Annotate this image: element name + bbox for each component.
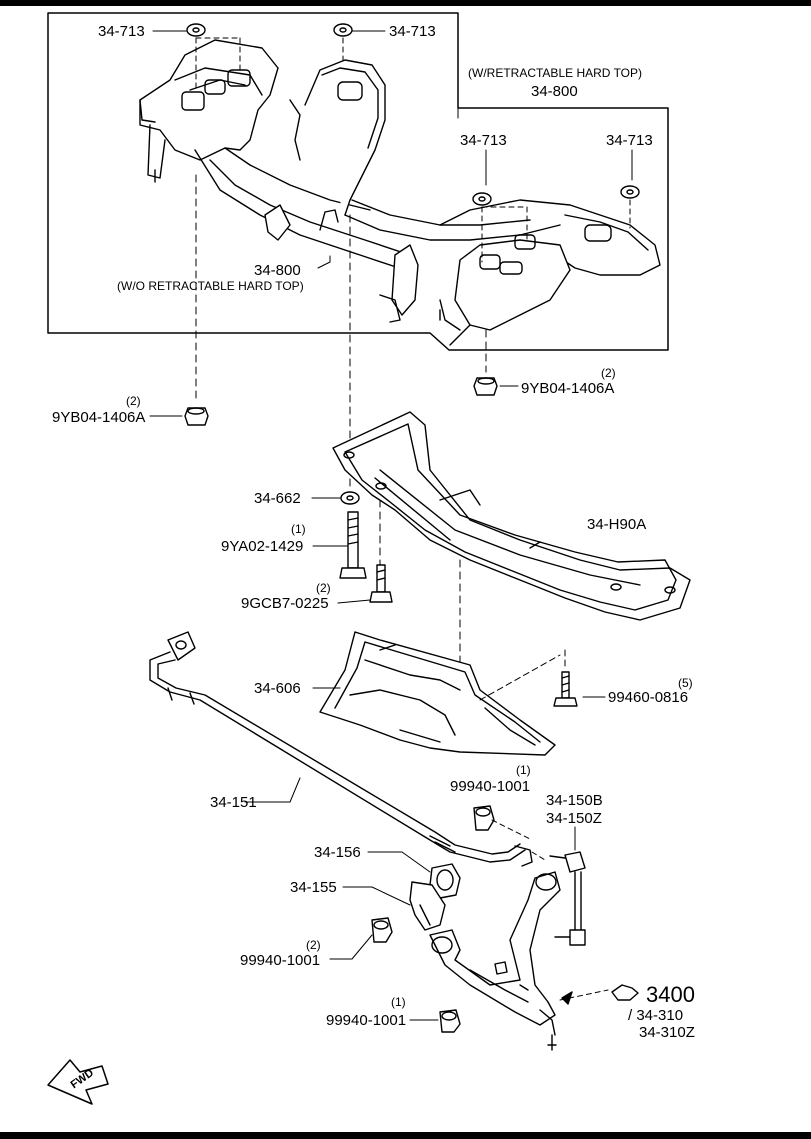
ref-3400-glyph [611,984,639,1001]
label-34-155[interactable]: 34-155 [290,879,337,896]
label-9yb04-1406a-left[interactable]: 9YB04-1406A [52,409,146,426]
washer-34-713-d [620,185,640,199]
top-border [0,0,811,6]
brace-34-h90a [332,411,691,621]
bracket-34-155 [409,881,446,931]
note-with-retractable-hard-top: (W/RETRACTABLE HARD TOP) [468,66,643,80]
washer-34-713-c [472,192,492,206]
label-99940-1001-c[interactable]: 99940-1001 [450,778,531,795]
label-99940-1001-d[interactable]: 99940-1001 [240,952,321,969]
lower-arm [429,871,561,1051]
nut-99940-lower [439,1009,461,1033]
label-34-151[interactable]: 34-151 [210,794,257,811]
washer-34-713-a [186,23,206,37]
nut-9yb04-right [473,377,498,396]
label-34-800-mid[interactable]: 34-800 [254,262,301,279]
crossmember-34-800 [139,39,661,346]
qty-nut-d: (2) [306,938,321,952]
label-ref-34-310[interactable]: / 34-310 [628,1007,684,1024]
label-34-662[interactable]: 34-662 [254,490,301,507]
fwd-arrow [47,1059,109,1105]
screw-99460-0816 [553,671,578,707]
qty-bolt-b: (2) [316,581,331,595]
washer-34-713-b [333,23,353,37]
label-34-713-c[interactable]: 34-713 [460,132,507,149]
qty-bolt-a: (1) [291,522,306,536]
nut-99940-middle [371,917,393,943]
label-ref-3400[interactable]: 3400 [646,982,695,1007]
label-34-156[interactable]: 34-156 [314,844,361,861]
bolt-9gcb7-0225 [369,564,393,603]
label-99460-0816[interactable]: 99460-0816 [608,689,689,706]
qty-nut-right: (2) [601,366,616,380]
qty-nut-c: (1) [516,763,531,777]
label-34-150z[interactable]: 34-150Z [546,810,602,827]
note-without-retractable-hard-top: (W/O RETRACTABLE HARD TOP) [117,279,304,293]
label-34-800-top[interactable]: 34-800 [531,83,578,100]
label-9gcb7-0225[interactable]: 9GCB7-0225 [241,595,329,612]
label-9ya02-1429[interactable]: 9YA02-1429 [221,538,304,555]
label-34-606[interactable]: 34-606 [254,680,301,697]
label-34-h90a[interactable]: 34-H90A [587,516,647,533]
bolt-9ya02-1429 [339,511,367,579]
qty-nut-left: (2) [126,394,141,408]
label-34-713-a[interactable]: 34-713 [98,23,145,40]
washer-34-662 [340,491,360,505]
bottom-border [0,1132,811,1139]
group-box [47,12,669,351]
nut-99940-upper [473,805,495,831]
qty-screw: (5) [678,676,693,690]
stabilizer-bar-34-151 [149,631,533,867]
label-99940-1001-e[interactable]: 99940-1001 [326,1012,407,1029]
label-34-713-b[interactable]: 34-713 [389,23,436,40]
stabilizer-link-34-150b [549,851,586,946]
label-34-150b[interactable]: 34-150B [546,792,603,809]
label-34-713-d[interactable]: 34-713 [606,132,653,149]
label-ref-34-310z[interactable]: 34-310Z [639,1024,695,1041]
undercover-34-606 [319,631,556,756]
qty-nut-e: (1) [391,995,406,1009]
nut-9yb04-left [184,407,209,426]
label-9yb04-1406a-right[interactable]: 9YB04-1406A [521,380,615,397]
